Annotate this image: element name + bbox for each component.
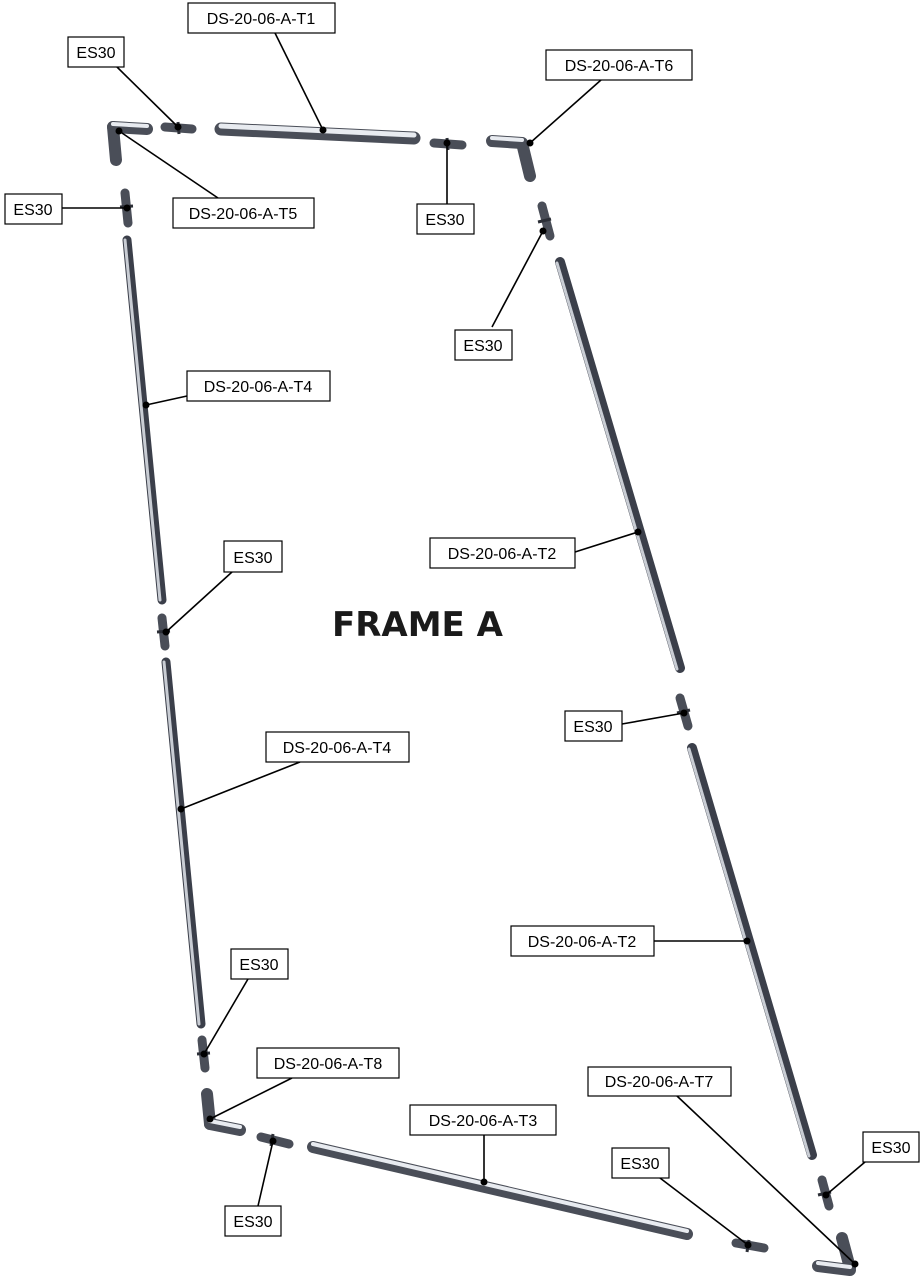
label-t8: DS-20-06-A-T8 <box>256 1047 400 1079</box>
tube-t2-lower <box>687 743 817 1160</box>
svg-text:DS-20-06-A-T7: DS-20-06-A-T7 <box>605 1074 714 1091</box>
frame-title: FRAME A <box>332 605 504 645</box>
svg-text:ES30: ES30 <box>425 212 464 229</box>
tube-t4-lower <box>161 657 206 1029</box>
elbow-t7 <box>812 1232 856 1276</box>
svg-text:ES30: ES30 <box>76 45 115 62</box>
svg-text:ES30: ES30 <box>233 1214 272 1231</box>
tube-t1 <box>214 122 421 145</box>
svg-text:DS-20-06-A-T6: DS-20-06-A-T6 <box>565 58 674 75</box>
tube-t2-upper-highlight <box>555 261 679 671</box>
svg-text:ES30: ES30 <box>573 719 612 736</box>
label-es30-right-mid: ES30 <box>564 710 623 742</box>
svg-text:DS-20-06-A-T4: DS-20-06-A-T4 <box>283 740 392 757</box>
label-t2-upper: DS-20-06-A-T2 <box>429 537 576 569</box>
svg-text:ES30: ES30 <box>620 1156 659 1173</box>
tube-t3 <box>307 1141 693 1240</box>
label-t7: DS-20-06-A-T7 <box>587 1066 732 1097</box>
tube-t4-upper-highlight <box>123 238 162 602</box>
label-es30-left-mid: ES30 <box>223 540 283 573</box>
svg-text:ES30: ES30 <box>13 202 52 219</box>
label-t6: DS-20-06-A-T6 <box>545 49 693 81</box>
tube-t4-lower-highlight <box>162 660 201 1026</box>
tube-t3-highlight <box>311 1142 689 1233</box>
svg-text:DS-20-06-A-T1: DS-20-06-A-T1 <box>207 11 316 28</box>
connector-es30-right-upper <box>537 201 555 241</box>
svg-text:DS-20-06-A-T3: DS-20-06-A-T3 <box>429 1113 538 1130</box>
svg-text:DS-20-06-A-T5: DS-20-06-A-T5 <box>189 206 298 223</box>
tube-t2-lower-highlight <box>687 747 811 1158</box>
label-t4-lower: DS-20-06-A-T4 <box>265 731 410 763</box>
label-es30-bottom-right: ES30 <box>862 1131 920 1163</box>
label-es30-left-upper: ES30 <box>4 193 63 225</box>
label-t4-upper: DS-20-06-A-T4 <box>186 370 331 402</box>
label-es30-right-upper: ES30 <box>454 329 513 361</box>
label-es30-bottom-left: ES30 <box>224 1205 282 1237</box>
svg-text:ES30: ES30 <box>463 338 502 355</box>
svg-text:DS-20-06-A-T2: DS-20-06-A-T2 <box>528 934 637 951</box>
svg-text:DS-20-06-A-T8: DS-20-06-A-T8 <box>274 1056 383 1073</box>
label-t3: DS-20-06-A-T3 <box>409 1104 557 1136</box>
elbow-t5 <box>107 121 153 166</box>
leader-lines <box>62 32 866 1268</box>
label-es30-left-lower: ES30 <box>230 948 289 980</box>
label-t2-lower: DS-20-06-A-T2 <box>510 925 655 957</box>
tube-t1-highlight <box>218 123 417 138</box>
label-es30-top-mid: ES30 <box>416 203 475 235</box>
svg-text:ES30: ES30 <box>871 1140 910 1157</box>
label-t5: DS-20-06-A-T5 <box>172 197 315 229</box>
svg-text:ES30: ES30 <box>233 550 272 567</box>
svg-text:ES30: ES30 <box>239 957 278 974</box>
elbow-t6 <box>486 135 536 182</box>
svg-text:DS-20-06-A-T4: DS-20-06-A-T4 <box>204 379 313 396</box>
label-es30-bottom-mid: ES30 <box>611 1147 670 1179</box>
tube-t2-upper <box>555 257 685 673</box>
tube-t4-upper <box>122 235 167 605</box>
label-t1: DS-20-06-A-T1 <box>187 2 336 34</box>
svg-text:DS-20-06-A-T2: DS-20-06-A-T2 <box>448 546 557 563</box>
label-es30-top-left: ES30 <box>67 36 125 68</box>
